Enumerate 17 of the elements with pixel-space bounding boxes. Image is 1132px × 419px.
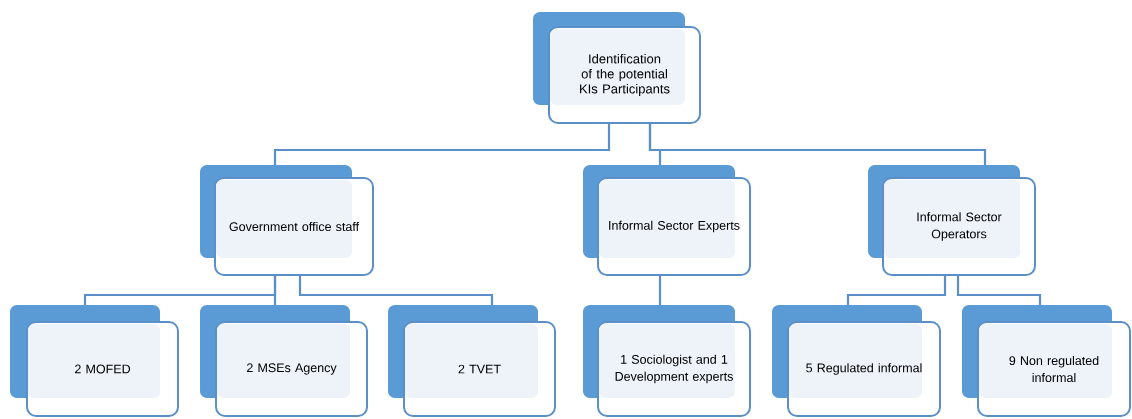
- node-box: Informal Sector Experts: [583, 165, 751, 276]
- connector: [956, 275, 1042, 305]
- connector: [273, 123, 611, 165]
- node-box: 2 MSEs Agency: [200, 305, 368, 417]
- node-box: 2 MOFED: [10, 305, 179, 417]
- connector: [298, 275, 494, 305]
- connector: [648, 123, 987, 165]
- node-box: 1 Sociologist and 1 Development experts: [583, 305, 751, 417]
- connector: [846, 275, 947, 305]
- node-box: 2 TVET: [388, 305, 556, 417]
- node-box: Government office staff: [200, 165, 374, 276]
- node-box: Identification of the potential KIs Participants: [533, 12, 701, 124]
- node-box: Informal Sector Operators: [868, 165, 1036, 276]
- connector: [273, 275, 277, 305]
- connector: [658, 275, 662, 305]
- node-box: 9 Non regulated informal: [962, 305, 1131, 417]
- node-box: 5 Regulated informal: [772, 305, 941, 417]
